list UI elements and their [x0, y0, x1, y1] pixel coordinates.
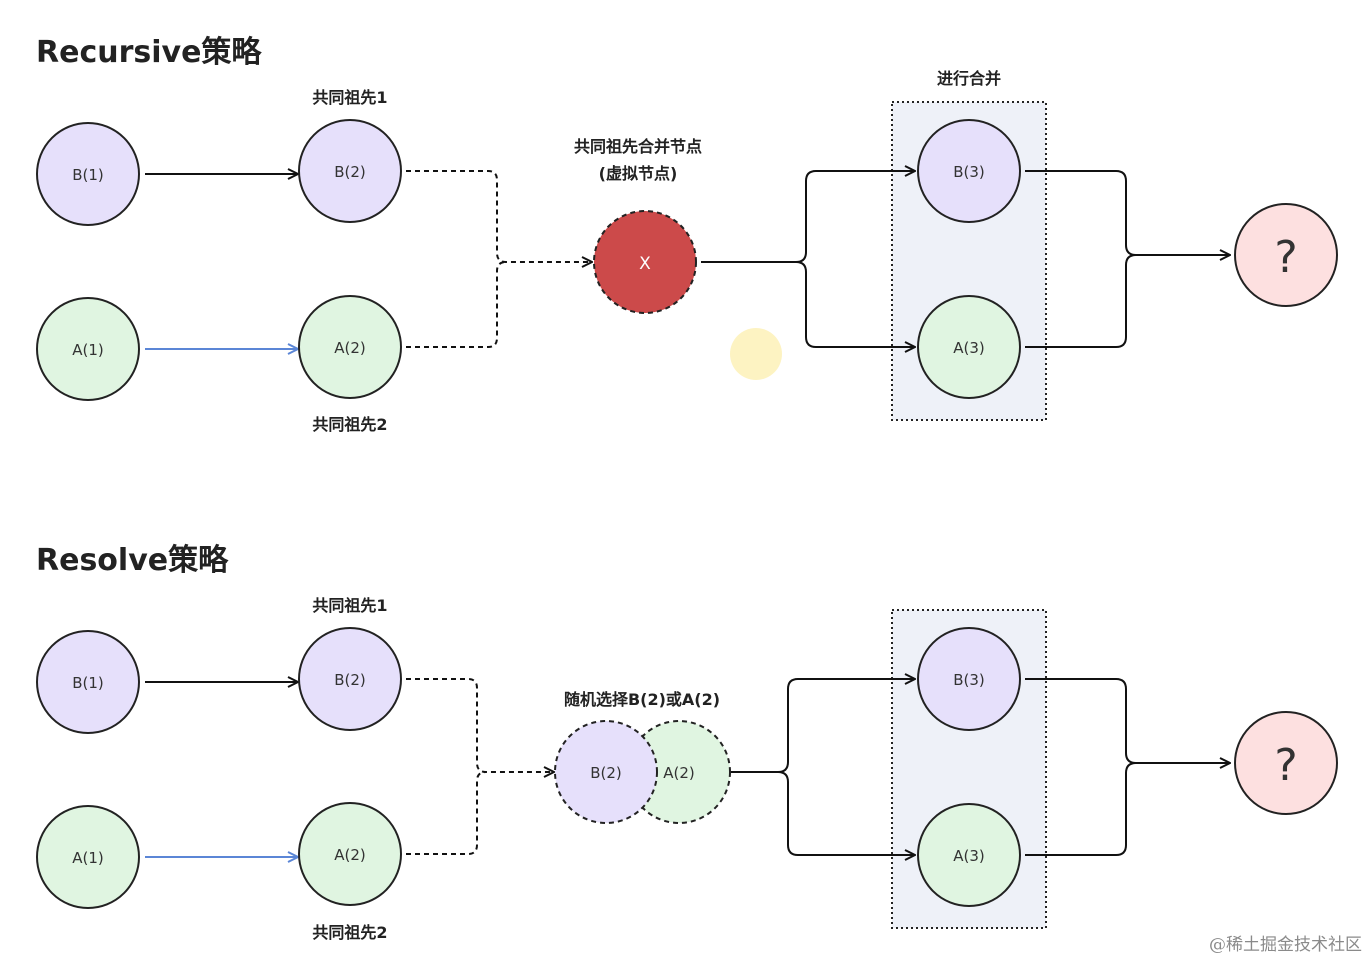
resolve-node-pick-b: B(2): [554, 720, 658, 824]
resolve-edge-pick-b3: [731, 679, 915, 773]
recursive-node-a3: A(3): [917, 295, 1021, 399]
recursive-node-b3: B(3): [917, 119, 1021, 223]
resolve-node-a2-label: A(2): [334, 846, 366, 864]
cursor-highlight: [730, 328, 782, 380]
recursive-edge-x-a3: [795, 261, 915, 347]
resolve-node-a3: A(3): [917, 803, 1021, 907]
recursive-node-a1: A(1): [36, 297, 140, 401]
recursive-node-result-label: ?: [1274, 232, 1297, 283]
recursive-node-a1-label: A(1): [72, 341, 104, 359]
recursive-edge-b2-x: [406, 170, 592, 262]
recursive-virtual-label-line2: (虚拟节点): [599, 164, 678, 183]
resolve-node-b3-label: B(3): [953, 671, 985, 689]
resolve-edge-b2-pick: [406, 678, 554, 772]
resolve-node-pick-b-label: B(2): [590, 764, 622, 782]
resolve-edge-b3-q: [1025, 678, 1230, 763]
recursive-virtual-label-line1: 共同祖先合并节点: [574, 137, 702, 156]
recursive-ancestor1-label: 共同祖先1: [312, 88, 387, 107]
recursive-edge-x-b3: [701, 171, 915, 263]
recursive-node-a2-label: A(2): [334, 339, 366, 357]
recursive-node-x-label: X: [639, 254, 651, 274]
recursive-node-x-virtual: X: [593, 210, 697, 314]
watermark: @稀土掘金技术社区: [1209, 935, 1362, 955]
recursive-node-b3-label: B(3): [953, 163, 985, 181]
resolve-edge-a2-pick: [406, 771, 487, 855]
resolve-node-a1-label: A(1): [72, 849, 104, 867]
resolve-node-b2-label: B(2): [334, 671, 366, 689]
resolve-edge-pick-a3: [777, 771, 915, 855]
resolve-title: Resolve策略: [36, 543, 229, 578]
recursive-node-result: ?: [1234, 203, 1338, 307]
recursive-merge-label: 进行合并: [937, 69, 1001, 88]
resolve-node-a2: A(2): [298, 802, 402, 906]
resolve-ancestor1-label: 共同祖先1: [312, 596, 387, 615]
recursive-node-b2-label: B(2): [334, 163, 366, 181]
resolve-random-label: 随机选择B(2)或A(2): [564, 690, 720, 709]
resolve-node-result-label: ?: [1274, 740, 1297, 791]
recursive-node-b1: B(1): [36, 122, 140, 226]
recursive-edge-a3-q: [1025, 254, 1137, 348]
recursive-edge-a2-x: [406, 261, 507, 348]
resolve-ancestor2-label: 共同祖先2: [312, 923, 387, 942]
recursive-node-b2: B(2): [298, 119, 402, 223]
resolve-node-result: ?: [1234, 711, 1338, 815]
recursive-ancestor2-label: 共同祖先2: [312, 415, 387, 434]
resolve-node-b2: B(2): [298, 627, 402, 731]
resolve-node-b1: B(1): [36, 630, 140, 734]
resolve-node-a3-label: A(3): [953, 847, 985, 865]
resolve-node-pick-a-label: A(2): [663, 764, 695, 782]
recursive-node-a2: A(2): [298, 295, 402, 399]
resolve-node-pick-a: A(2): [627, 720, 731, 824]
resolve-edge-a3-q: [1025, 762, 1137, 856]
resolve-node-a1: A(1): [36, 805, 140, 909]
resolve-node-b3: B(3): [917, 627, 1021, 731]
resolve-node-b1-label: B(1): [72, 674, 104, 692]
recursive-node-b1-label: B(1): [72, 166, 104, 184]
recursive-edge-b3-q: [1025, 170, 1230, 255]
recursive-title: Recursive策略: [36, 35, 262, 70]
recursive-node-a3-label: A(3): [953, 339, 985, 357]
